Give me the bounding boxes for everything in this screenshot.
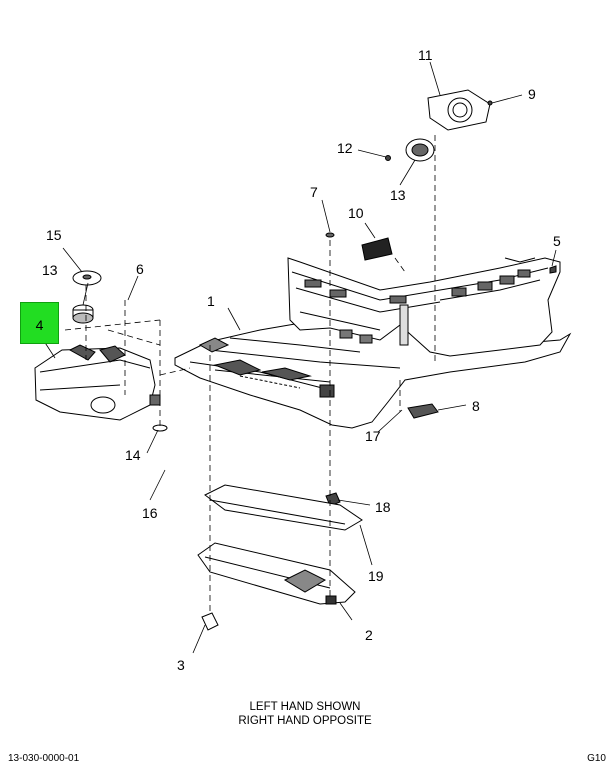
part-19-trim-panel xyxy=(204,484,363,531)
callout-10: 10 xyxy=(348,205,364,221)
part-7-clip xyxy=(325,232,335,238)
callout-16: 16 xyxy=(142,505,158,521)
callout-1: 1 xyxy=(207,293,215,309)
part-5-clip xyxy=(549,265,557,274)
callout-6: 6 xyxy=(136,261,144,277)
callout-2: 2 xyxy=(365,627,373,643)
callout-4: 4 xyxy=(35,317,44,333)
callout-3: 3 xyxy=(177,657,185,673)
part-8-lamp xyxy=(407,403,439,419)
callout-9: 9 xyxy=(528,86,536,102)
part-11-bracket xyxy=(427,89,491,131)
callout-18: 18 xyxy=(375,499,391,515)
footer-left-code: 13-030-0000-01 xyxy=(8,753,80,761)
part-15-cap xyxy=(72,270,102,286)
callout-7: 7 xyxy=(310,184,318,200)
part-10-badge xyxy=(361,237,393,261)
callout-13-upper: 13 xyxy=(390,187,406,203)
part-12-screw xyxy=(385,155,391,161)
part-2-cover-panel xyxy=(197,542,356,605)
highlighted-part-4-box[interactable]: 4 xyxy=(20,302,59,344)
part-13-lower-grommet xyxy=(72,304,94,324)
callout-14: 14 xyxy=(125,447,141,463)
callout-8: 8 xyxy=(472,398,480,414)
rear-wall-drawing xyxy=(287,257,561,357)
callout-15: 15 xyxy=(46,227,62,243)
callout-5: 5 xyxy=(553,233,561,249)
callout-13-lower: 13 xyxy=(42,262,58,278)
callout-17: 17 xyxy=(365,428,381,444)
caption-line-1: LEFT HAND SHOWN xyxy=(249,701,361,713)
part-9-screw xyxy=(487,100,493,106)
callout-19: 19 xyxy=(368,568,384,584)
callout-11: 11 xyxy=(418,47,433,63)
footer-right-code: G10 xyxy=(587,753,606,761)
callout-12: 12 xyxy=(337,140,353,156)
part-3-clip xyxy=(201,612,219,631)
part-13-upper-grommet xyxy=(405,138,435,162)
caption-line-2: RIGHT HAND OPPOSITE xyxy=(238,715,372,727)
assembly-lines xyxy=(64,135,436,615)
